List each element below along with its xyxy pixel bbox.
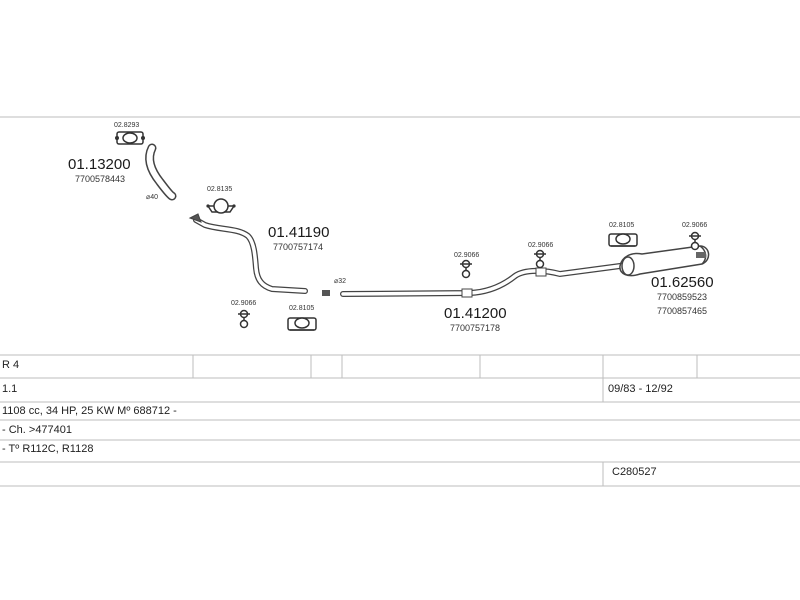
part-number-3: 01.41200 xyxy=(444,305,507,322)
clamp-top-icon xyxy=(115,131,145,145)
center-pipe xyxy=(322,263,623,298)
accessory-label-9066-mid2: 02.9066 xyxy=(528,242,554,249)
accessory-label-8105-right: 02.8105 xyxy=(609,222,635,229)
table-code: C280527 xyxy=(612,466,657,478)
accessory-label-9066-right: 02.9066 xyxy=(682,222,708,229)
part-number-1: 01.13200 xyxy=(68,156,131,173)
table-chassis: - Ch. >477401 xyxy=(2,424,73,436)
clamp-bottom-icon xyxy=(287,317,317,331)
clamp-right-icon xyxy=(608,233,638,247)
part-ref-4a: 7700859523 xyxy=(657,292,708,302)
accessory-label-top: 02.8293 xyxy=(114,122,140,129)
part-number-4: 01.62560 xyxy=(651,274,714,291)
part-number-2: 01.41190 xyxy=(268,224,330,241)
front-pipe xyxy=(188,213,308,294)
front-elbow-pipe xyxy=(145,143,177,201)
part-ref-1: 7700578443 xyxy=(75,174,126,184)
accessory-label-9066-left: 02.9066 xyxy=(231,300,257,307)
table-spec: 1108 cc, 34 HP, 25 KW Mº 688712 - xyxy=(2,405,177,417)
diameter-label-40: ⌀40 xyxy=(146,194,159,201)
accessory-label-8135: 02.8135 xyxy=(207,186,233,193)
bracket-right-icon xyxy=(689,231,701,251)
diameter-label-32: ⌀32 xyxy=(334,278,347,285)
part-ref-3: 7700757178 xyxy=(450,323,501,333)
rear-silencer xyxy=(619,245,710,277)
accessory-label-8105-bottom: 02.8105 xyxy=(289,305,315,312)
table-engine: 1.1 xyxy=(2,383,18,395)
bracket-mid-icon xyxy=(460,259,472,279)
bracket-mid2-icon xyxy=(534,249,546,269)
part-ref-2: 7700757174 xyxy=(273,242,324,252)
part-ref-4b: 7700857465 xyxy=(657,306,708,316)
flange-8135-icon xyxy=(206,198,236,214)
table-types: - Tº R112C, R1128 xyxy=(2,443,94,455)
table-model: R 4 xyxy=(2,359,20,371)
table-dates: 09/83 - 12/92 xyxy=(608,383,673,395)
diagram-frame xyxy=(0,116,800,487)
bracket-left-icon xyxy=(238,309,250,329)
accessory-label-9066-mid: 02.9066 xyxy=(454,252,480,259)
